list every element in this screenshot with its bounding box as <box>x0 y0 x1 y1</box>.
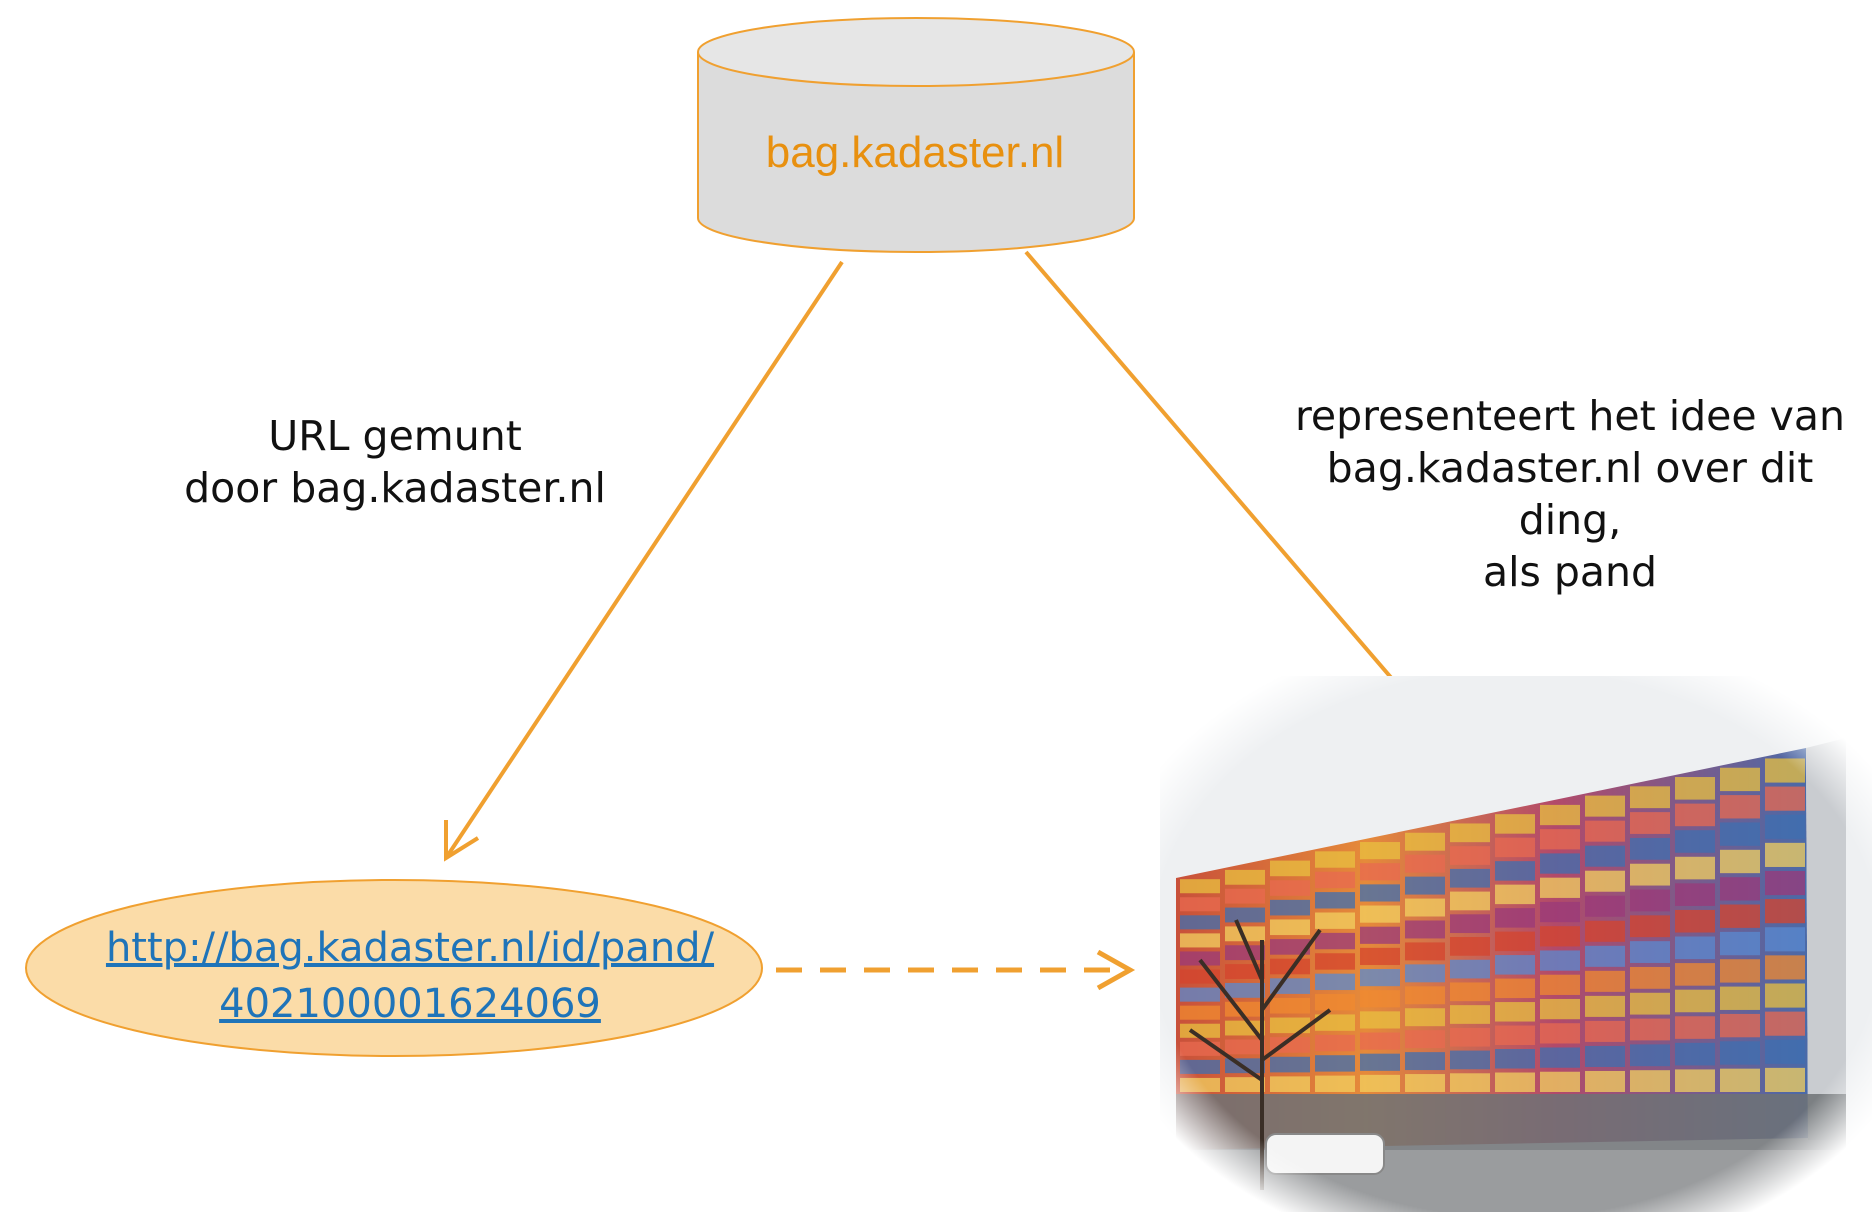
dereference-dashed-arrow <box>776 949 1136 991</box>
minted-edge-label: URL gemunt door bag.kadaster.nl <box>160 410 630 514</box>
database-cylinder <box>697 17 1135 253</box>
minted-arrow <box>444 260 844 862</box>
represents-label-line-3: als pand <box>1482 548 1658 596</box>
url-line-2: 402100001624069 <box>219 981 601 1027</box>
represents-label-line-1: representeert het idee van <box>1294 392 1846 440</box>
represents-edge-label: representeert het idee van bag.kadaster.… <box>1270 390 1870 598</box>
resource-url-link[interactable]: http://bag.kadaster.nl/id/pand/ 40210000… <box>40 920 780 1032</box>
database-label: bag.kadaster.nl <box>765 128 1065 177</box>
url-line-1: http://bag.kadaster.nl/id/pand/ <box>105 925 715 971</box>
resource-ellipse <box>25 879 763 1057</box>
building-photo <box>1160 676 1872 1212</box>
minted-label-line-1: URL gemunt <box>268 412 522 460</box>
minted-label-line-2: door bag.kadaster.nl <box>184 464 606 512</box>
represents-label-line-2: bag.kadaster.nl over dit ding, <box>1326 444 1814 544</box>
